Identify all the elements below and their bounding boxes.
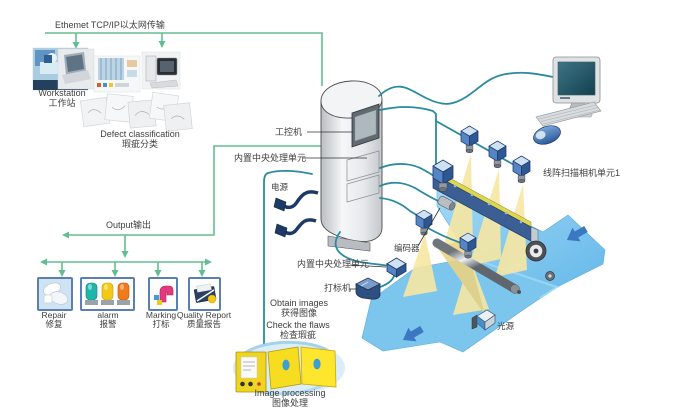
alarm-box — [80, 277, 135, 311]
check-flaws-label: Check the flaws 检查瑕疵 — [266, 320, 330, 340]
image-processing-device — [233, 340, 345, 396]
flow-arrowheads — [40, 41, 212, 277]
defect-sample-sheets — [79, 91, 193, 132]
lower-roller — [432, 238, 521, 294]
marking-box — [148, 277, 178, 311]
cpu-label: 内置中央处理单元 — [234, 153, 307, 163]
flow-lines — [45, 32, 323, 271]
marking-machine — [355, 277, 381, 300]
signal-cables — [263, 71, 554, 345]
line-scan-camera-1 — [432, 159, 454, 192]
matrix-camera-1 — [460, 125, 479, 154]
idler-roller — [545, 271, 555, 281]
image-processing-label: Image processing 图像处理 — [254, 388, 326, 408]
light-source-device — [471, 309, 496, 331]
workstation-photos — [32, 47, 181, 93]
line-scan-bar — [432, 168, 539, 245]
output-label: Output输出 — [106, 220, 152, 230]
drive-wheel — [525, 240, 547, 262]
camera-group — [415, 125, 531, 259]
power-label: 电源 — [271, 182, 289, 192]
marker-label: 打标机 — [324, 283, 352, 293]
power-cables — [273, 190, 319, 238]
quality-report-icon — [193, 283, 217, 304]
workstation-label: Workstation 工作站 — [38, 88, 86, 108]
encoder-device — [437, 196, 456, 211]
light-source-label: 光源 — [497, 321, 515, 331]
repair-gloves-icon — [43, 282, 69, 305]
mid-camera — [415, 209, 433, 236]
marking-tool-icon — [154, 285, 174, 305]
embedded-cpu-box — [386, 257, 407, 278]
cpu2-label: 内置中央处理单元 — [297, 259, 370, 269]
matrix-camera-2 — [488, 140, 507, 169]
camera-unit-label: 线阵扫描相机单元1 — [543, 168, 621, 178]
mouse — [533, 125, 561, 145]
industrial-pc-cabinet — [320, 80, 383, 252]
repair-box — [37, 277, 73, 311]
roller-camera — [459, 232, 477, 259]
defect-classification-label: Defect classification 瑕疵分类 — [100, 129, 180, 149]
obtain-images-label: Obtain images 获得图像 — [269, 298, 329, 318]
keyboard — [535, 101, 602, 127]
pointer-lines — [303, 131, 441, 290]
ethernet-label: Ethemet TCP/IP以太网传输 — [55, 20, 165, 30]
web-flow-arrows — [402, 225, 588, 342]
quality-report-box — [188, 277, 221, 311]
ipc-label: 工控机 — [275, 127, 303, 137]
matrix-camera-3 — [512, 155, 531, 184]
alarm-lamps-icon — [85, 282, 130, 305]
encoder-label: 编码器 — [394, 243, 420, 253]
